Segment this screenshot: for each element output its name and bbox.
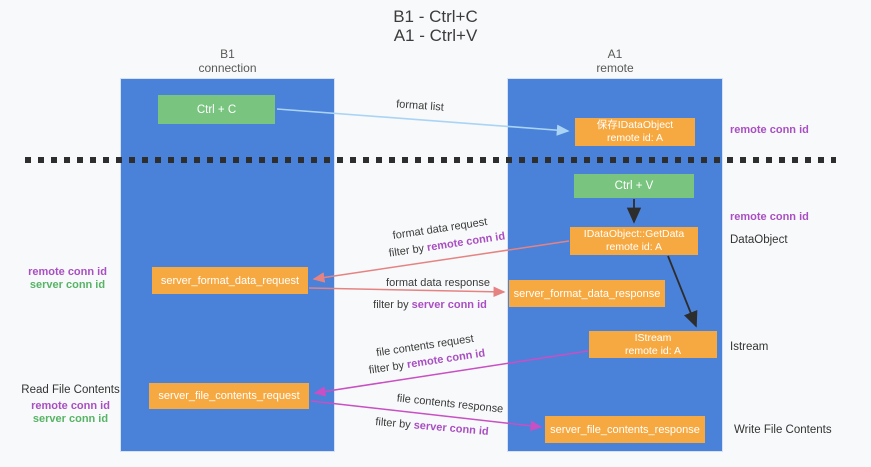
annotation-remote-conn-id-left1: remote conn id: [28, 266, 107, 278]
column-b1-role: connection: [198, 61, 257, 75]
annotation-stack-file: Read File Contents remote conn id server…: [18, 384, 123, 426]
filter-by-prefix-2: filter by: [373, 299, 412, 311]
ctrl-c-label: Ctrl + C: [196, 103, 237, 116]
annotation-dataobject: DataObject: [730, 234, 788, 246]
server-format-data-response-box: server_format_data_response: [509, 280, 665, 307]
annotation-istream: Istream: [730, 341, 769, 353]
istream-line2: remote id: A: [624, 344, 682, 357]
annotation-remote-conn-id-left2: remote conn id: [31, 400, 110, 412]
annotation-server-conn-id-left1: server conn id: [29, 279, 106, 291]
column-a1-role: remote: [596, 61, 634, 75]
diagram-title: B1 - Ctrl+C A1 - Ctrl+V: [0, 7, 871, 45]
idataobject-getdata-box: IDataObject::GetData remote id: A: [570, 227, 698, 255]
save-idataobject-line1: 保存IDataObject: [596, 119, 674, 131]
title-line-1: B1 - Ctrl+C: [393, 7, 478, 26]
ctrl-v-label: Ctrl + V: [614, 180, 654, 192]
getdata-line2: remote id: A: [605, 241, 663, 253]
save-idataobject-line2: remote id: A: [606, 132, 664, 144]
annotation-remote-conn-id-top: remote conn id: [730, 124, 809, 136]
server-format-data-request-box: server_format_data_request: [152, 267, 308, 294]
getdata-to-istream-arrow: [667, 255, 698, 328]
column-header-b1: B1 connection: [120, 47, 335, 75]
server-file-contents-request-box: server_file_contents_request: [149, 383, 309, 409]
save-idataobject-box: 保存IDataObject remote id: A: [575, 118, 695, 146]
session-separator-dashed-line: [25, 157, 836, 163]
column-header-a1: A1 remote: [507, 47, 723, 75]
server-format-data-response-label: server_format_data_response: [513, 287, 661, 300]
server-format-data-request-label: server_format_data_request: [160, 274, 300, 287]
title-line-2: A1 - Ctrl+V: [393, 26, 478, 45]
format-data-response-label: format data response: [386, 277, 490, 289]
file-contents-request-arrow: [313, 350, 589, 397]
ctrl-v-action-box: Ctrl + V: [574, 174, 694, 198]
server-file-contents-response-box: server_file_contents_response: [545, 416, 705, 443]
filter-server-conn-id-1: server conn id: [411, 299, 487, 311]
filter-by-server-1: filter by server conn id: [373, 299, 487, 311]
format-list-arrow: [276, 108, 570, 136]
annotation-remote-conn-id-mid: remote conn id: [730, 211, 809, 223]
format-data-request-arrow: [312, 240, 570, 283]
getdata-line1: IDataObject::GetData: [583, 228, 685, 240]
server-file-contents-request-label: server_file_contents_request: [158, 390, 300, 402]
annotation-stack-format: remote conn id server conn id: [15, 266, 120, 292]
column-a1-name: A1: [607, 47, 623, 61]
format-data-response-arrow: [308, 286, 506, 298]
server-file-contents-response-label: server_file_contents_response: [550, 423, 700, 436]
istream-line1: IStream: [634, 331, 672, 344]
annotation-write-file-contents: Write File Contents: [734, 424, 832, 436]
annotation-read-file-contents: Read File Contents: [21, 384, 120, 396]
istream-box: IStream remote id: A: [589, 331, 717, 358]
column-b1-name: B1: [220, 47, 235, 61]
ctrl-c-action-box: Ctrl + C: [158, 95, 275, 124]
annotation-server-conn-id-left2: server conn id: [32, 413, 109, 425]
file-contents-response-arrow: [310, 400, 543, 432]
